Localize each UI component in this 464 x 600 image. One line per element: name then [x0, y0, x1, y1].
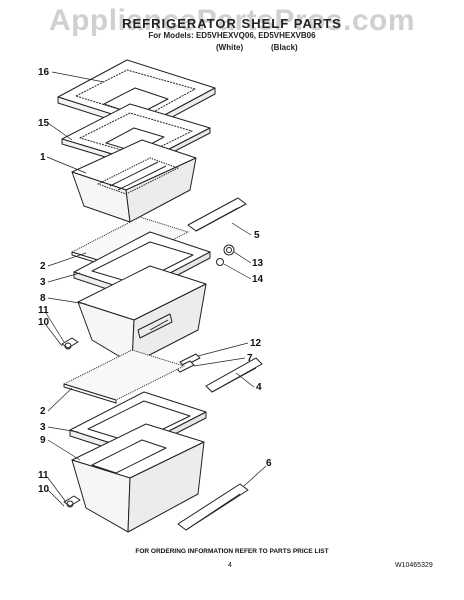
part-slide-left-lower — [63, 495, 81, 508]
callout-7: 7 — [247, 353, 253, 364]
callout-11-upper: 11 — [38, 305, 49, 316]
callout-10-upper: 10 — [38, 317, 50, 328]
color-black-label: (Black) — [271, 43, 298, 52]
part-rod-6 — [177, 483, 249, 531]
model-list: For Models: ED5VHEXVQ06, ED5VHEXVB06 — [148, 31, 316, 40]
part-crisper-drawer-lower — [71, 423, 205, 533]
leader-lines — [45, 71, 267, 507]
callout-12: 12 — [250, 338, 262, 349]
callout-2-lower: 2 — [40, 406, 46, 417]
callout-13: 13 — [252, 258, 264, 269]
callout-11-lower: 11 — [38, 470, 49, 481]
callout-2-upper: 2 — [40, 261, 46, 272]
callout-5: 5 — [254, 230, 260, 241]
page-title: REFRIGERATOR SHELF PARTS — [122, 16, 342, 31]
part-pan-upper — [71, 139, 197, 223]
callout-10-lower: 10 — [38, 484, 50, 495]
watermark: AppliancePartsPros.com — [48, 4, 416, 37]
ordering-note: FOR ORDERING INFORMATION REFER TO PARTS … — [135, 548, 329, 555]
part-rod-5 — [187, 197, 247, 232]
callout-8: 8 — [40, 293, 46, 304]
callout-6: 6 — [266, 458, 272, 469]
part-slide-left-upper — [61, 337, 79, 350]
part-rod-4 — [205, 357, 263, 393]
callout-14: 14 — [252, 274, 264, 285]
callout-16: 16 — [38, 67, 50, 78]
document-code: W10465329 — [395, 562, 433, 569]
color-white-label: (White) — [216, 43, 244, 52]
callout-3-upper: 3 — [40, 277, 46, 288]
part-clips-12-7 — [175, 353, 201, 373]
page-number: 4 — [228, 562, 232, 569]
callout-4: 4 — [256, 382, 262, 393]
part-crisper-cover-glass-lower — [63, 349, 185, 404]
part-crisper-drawer-upper — [77, 265, 207, 365]
callout-1: 1 — [40, 152, 46, 163]
callout-9: 9 — [40, 435, 46, 446]
part-hardware-13-14 — [216, 244, 235, 266]
callout-3-lower: 3 — [40, 422, 46, 433]
callout-15: 15 — [38, 118, 50, 129]
